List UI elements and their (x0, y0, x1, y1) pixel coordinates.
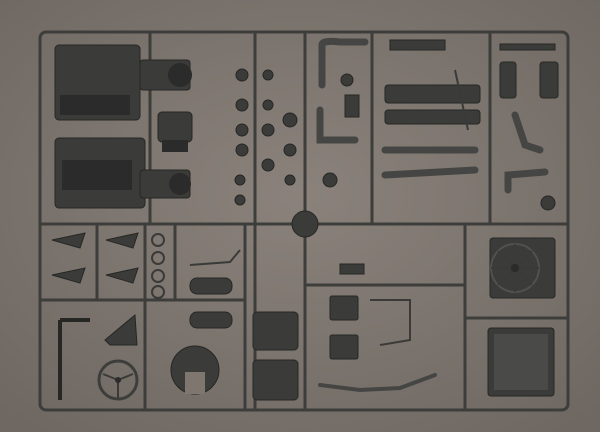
manifold-parts (384, 39, 481, 131)
sprue-gate-hub (291, 210, 319, 238)
engine-block-bottom (54, 137, 191, 209)
washers (151, 233, 165, 299)
cab-parts-middle (318, 263, 437, 393)
steering-wheel (97, 359, 139, 401)
seat-pan-left (58, 313, 138, 400)
cylinder-parts (499, 43, 559, 211)
small-parts-column (234, 68, 338, 206)
radiator-fan (489, 237, 556, 299)
exhaust-pipes (316, 37, 549, 194)
radiator-grille (487, 327, 555, 397)
gearbox-part (157, 111, 193, 152)
tanks (189, 249, 241, 329)
sprue-frame (38, 30, 570, 412)
fifth-wheel-plate (170, 345, 220, 395)
engine-block-top (54, 44, 192, 121)
floor-panels (252, 311, 299, 401)
brackets-left (51, 232, 139, 284)
